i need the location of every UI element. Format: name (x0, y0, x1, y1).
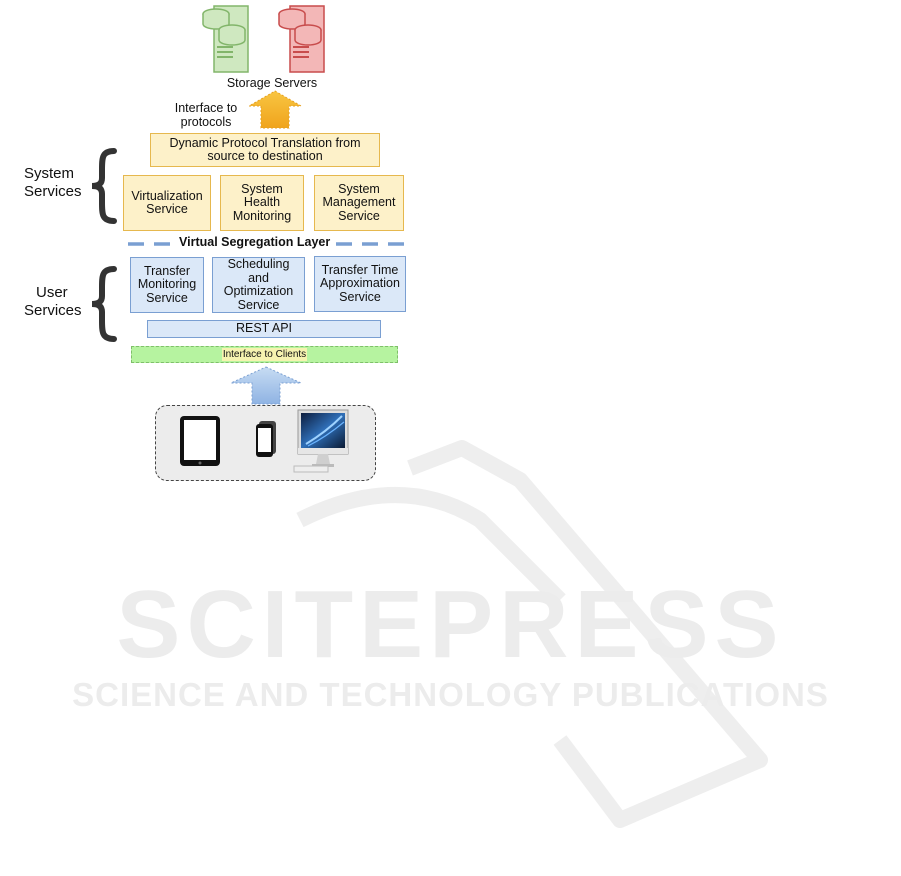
approximation-line1: Transfer Time (321, 262, 399, 277)
system-services-label-line2: Services (24, 183, 82, 200)
translation-line1: Dynamic Protocol Translation from (169, 135, 361, 150)
protocol-translation-box: Dynamic Protocol Translation from source… (150, 133, 380, 167)
protocol-interface-line1: Interface to (174, 101, 238, 115)
system-services-label-line1: System (24, 165, 75, 182)
rest-api-label: REST API (235, 321, 293, 336)
transfer-monitoring-service-box: Transfer Monitoring Service (130, 257, 204, 313)
user-services-label-line2: Services (24, 302, 82, 319)
translation-line2: source to destination (207, 149, 323, 163)
transfer-monitoring-line1: Transfer (143, 263, 191, 278)
client-interface-bar: Interface to Clients (131, 346, 398, 363)
management-line1: System (338, 181, 380, 196)
user-services-brace (91, 266, 117, 342)
approximation-line2: Approximation (320, 276, 400, 291)
transfer-monitoring-line3: Service (146, 290, 188, 305)
scheduling-line1: Scheduling (227, 257, 290, 271)
rest-api-bar: REST API (147, 320, 381, 338)
tablet-icon (180, 416, 220, 466)
storage-servers-label: Storage Servers (226, 76, 318, 90)
virtualization-line1: Virtualization (131, 188, 203, 203)
watermark-subtitle: SCIENCE AND TECHNOLOGY PUBLICATIONS (72, 676, 829, 713)
client-interface-label: Interface to Clients (221, 347, 308, 362)
virtualization-line2: Service (146, 202, 188, 216)
scheduling-line4: Service (237, 297, 280, 312)
health-line3: Monitoring (232, 208, 292, 223)
up-arrow-to-storage (248, 90, 302, 129)
virtualization-service-box: Virtualization Service (123, 175, 211, 231)
system-services-brace (91, 148, 117, 224)
health-line2: Health (243, 195, 281, 210)
system-services-label: System Services (24, 165, 82, 201)
watermark-title: SCITEPRESS (116, 571, 785, 678)
health-line1: System (241, 181, 283, 196)
system-health-monitoring-box: System Health Monitoring (220, 175, 304, 231)
scheduling-line3: Optimization (223, 284, 294, 298)
segregation-layer-label: Virtual Segregation Layer (176, 235, 334, 250)
green-server-icon (202, 5, 249, 73)
scheduling-optimization-service-box: Scheduling and Optimization Service (212, 257, 305, 313)
approximation-line3: Service (339, 289, 381, 304)
phone-icon (256, 421, 276, 457)
red-server-icon (278, 5, 325, 73)
protocol-interface-line2: protocols (180, 114, 232, 129)
management-line2: Management (322, 195, 396, 210)
scheduling-line2: and (248, 270, 269, 285)
up-arrow-from-clients (230, 366, 302, 405)
transfer-time-approximation-service-box: Transfer Time Approximation Service (314, 256, 406, 312)
system-management-service-box: System Management Service (314, 175, 404, 231)
protocol-interface-label: Interface to protocols (164, 101, 248, 129)
user-services-label: User Services (24, 284, 82, 320)
transfer-monitoring-line2: Monitoring (137, 277, 197, 292)
user-services-label-line1: User (36, 284, 68, 301)
management-line3: Service (338, 208, 380, 223)
desktop-computer-icon (293, 409, 349, 473)
